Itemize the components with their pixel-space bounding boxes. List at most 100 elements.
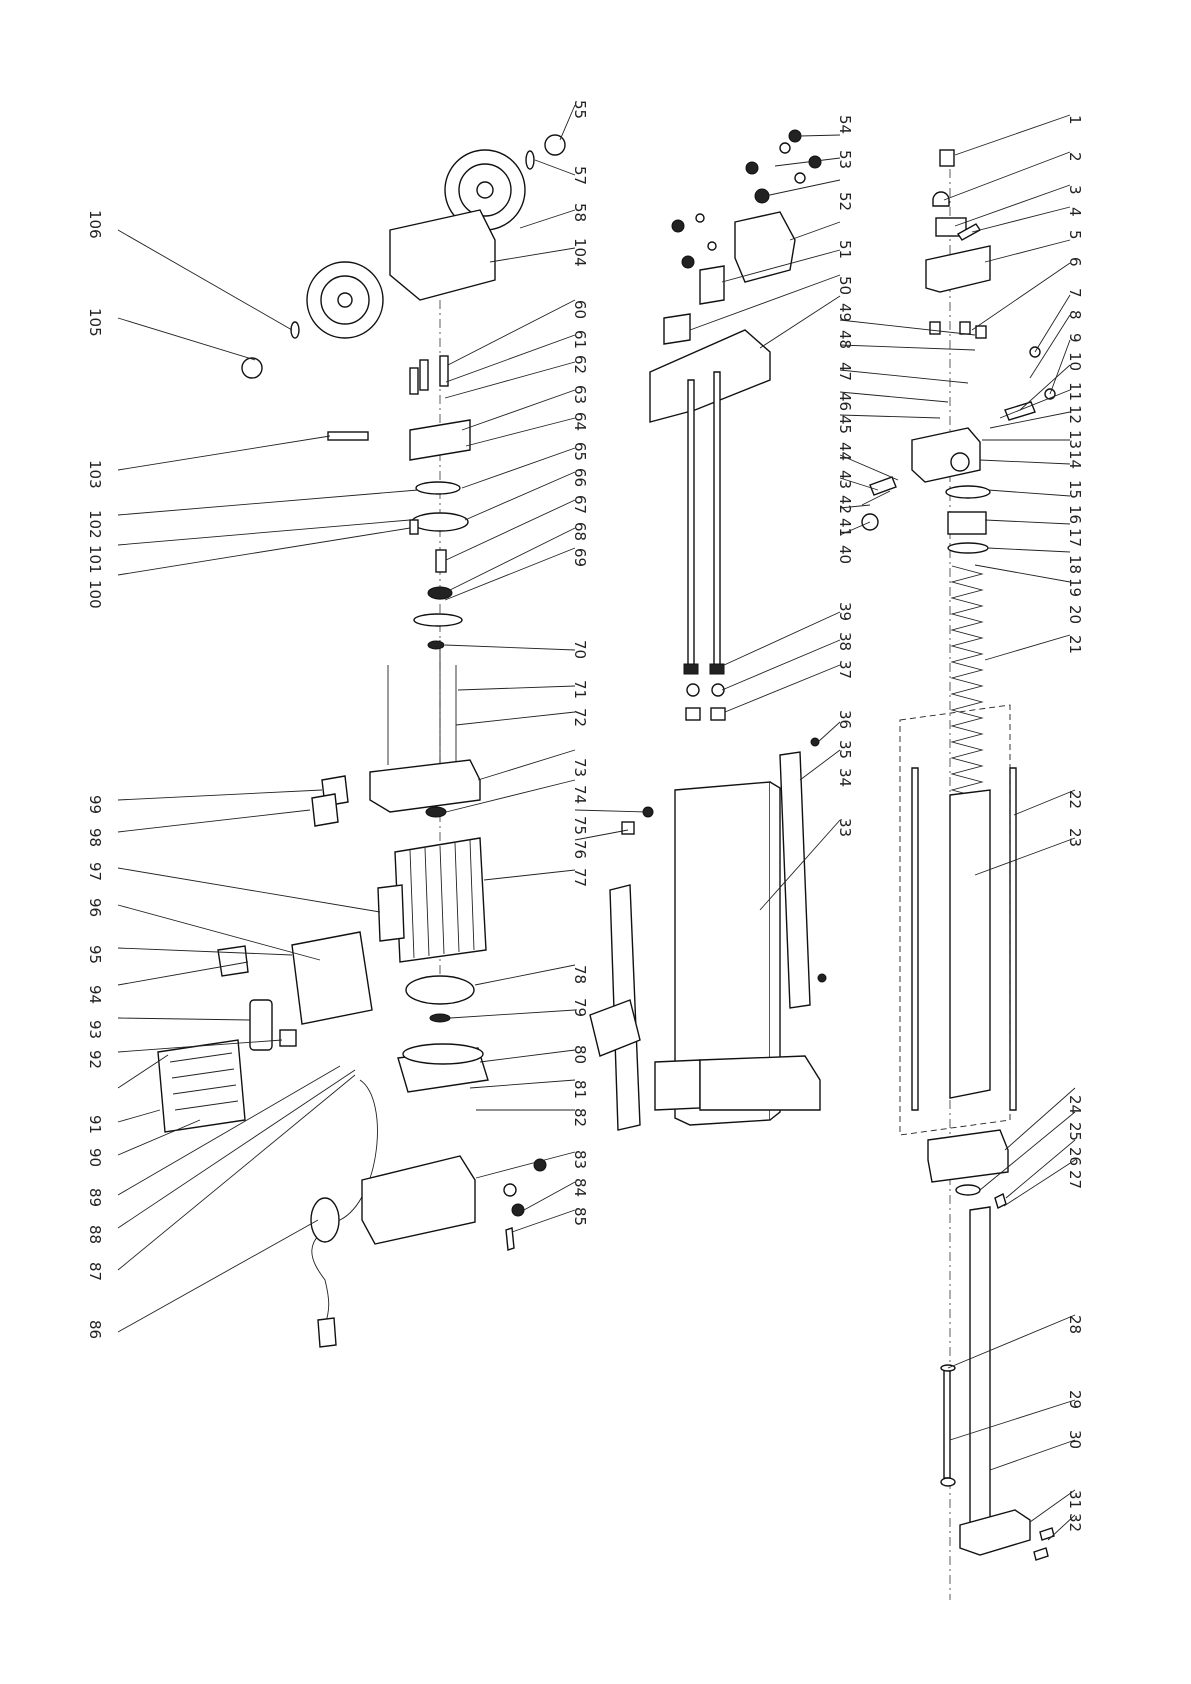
callout-22: 22 (1066, 790, 1084, 809)
callout-numbers: 1 2 3 4 5 6 7 8 9 10 11 12 13 14 15 16 1… (86, 100, 1084, 1532)
callout-86: 86 (86, 1320, 104, 1339)
callout-28: 28 (1066, 1315, 1084, 1334)
callout-45: 45 (836, 415, 854, 434)
callout-19: 19 (1066, 578, 1084, 597)
callout-62: 62 (571, 355, 589, 374)
callout-98: 98 (86, 828, 104, 847)
callout-68: 68 (571, 522, 589, 541)
callout-60: 60 (571, 300, 589, 319)
callout-23: 23 (1066, 828, 1084, 847)
callout-99: 99 (86, 795, 104, 814)
callout-89: 89 (86, 1188, 104, 1207)
callout-58: 58 (571, 203, 589, 222)
callout-73: 73 (571, 758, 589, 777)
callout-84: 84 (571, 1178, 589, 1197)
callout-67: 67 (571, 495, 589, 514)
callout-40: 40 (836, 545, 854, 564)
callout-77: 77 (571, 868, 589, 887)
callout-16: 16 (1066, 505, 1084, 524)
callout-88: 88 (86, 1225, 104, 1244)
callout-94: 94 (86, 985, 104, 1004)
motor-assembly (157, 134, 566, 1348)
callout-69: 69 (571, 548, 589, 567)
callout-101: 101 (86, 545, 104, 574)
callout-38: 38 (836, 632, 854, 651)
callout-46: 46 (836, 392, 854, 411)
callout-51: 51 (836, 240, 854, 259)
callout-1: 1 (1066, 115, 1084, 125)
callout-53: 53 (836, 150, 854, 169)
callout-43: 43 (836, 470, 854, 489)
callout-64: 64 (571, 412, 589, 431)
callout-30: 30 (1066, 1430, 1084, 1449)
callout-48: 48 (836, 330, 854, 349)
callout-20: 20 (1066, 605, 1084, 624)
callout-21: 21 (1066, 635, 1084, 654)
callout-34: 34 (836, 768, 854, 787)
callout-54: 54 (836, 115, 854, 134)
callout-95: 95 (86, 945, 104, 964)
callout-35: 35 (836, 740, 854, 759)
callout-78: 78 (571, 965, 589, 984)
callout-27: 27 (1066, 1170, 1084, 1189)
callout-55: 55 (571, 100, 589, 119)
callout-66: 66 (571, 468, 589, 487)
callout-9: 9 (1066, 333, 1084, 343)
callout-33: 33 (836, 818, 854, 837)
callout-65: 65 (571, 442, 589, 461)
callout-106: 104 (571, 238, 589, 267)
callout-75: 75 (571, 816, 589, 835)
callout-14: 14 (1066, 450, 1084, 469)
callout-10: 10 (1066, 352, 1084, 371)
callout-26: 26 (1066, 1147, 1084, 1166)
callout-71: 71 (571, 680, 589, 699)
callout-93: 93 (86, 1020, 104, 1039)
callout-13: 13 (1066, 430, 1084, 449)
callout-31: 31 (1066, 1490, 1084, 1509)
callout-32: 32 (1066, 1513, 1084, 1532)
callout-82: 82 (571, 1108, 589, 1127)
callout-3: 3 (1066, 185, 1084, 195)
callout-2: 2 (1066, 152, 1084, 162)
callout-11: 11 (1066, 382, 1084, 401)
callout-6: 6 (1066, 257, 1084, 267)
callout-83: 83 (571, 1150, 589, 1169)
callout-63: 63 (571, 385, 589, 404)
callout-42: 42 (836, 495, 854, 514)
callout-96: 96 (86, 898, 104, 917)
callout-36: 36 (836, 710, 854, 729)
callout-81: 81 (571, 1080, 589, 1099)
callout-37: 37 (836, 660, 854, 679)
callout-24: 24 (1066, 1095, 1084, 1114)
callout-80: 80 (571, 1045, 589, 1064)
callout-85: 85 (571, 1207, 589, 1226)
callout-5: 5 (1066, 230, 1084, 240)
callout-97: 97 (86, 862, 104, 881)
callout-17: 17 (1066, 528, 1084, 547)
callout-12: 12 (1066, 405, 1084, 424)
callout-7: 7 (1066, 288, 1084, 298)
callout-61: 61 (571, 330, 589, 349)
callout-87: 87 (86, 1262, 104, 1281)
beam-assembly (589, 129, 897, 1131)
callout-8: 8 (1066, 310, 1084, 320)
callout-76: 76 (571, 840, 589, 859)
callout-92: 92 (86, 1050, 104, 1069)
callout-74: 74 (571, 785, 589, 804)
callout-105: 106 (86, 210, 104, 239)
callout-41: 41 (836, 518, 854, 537)
callout-39: 39 (836, 602, 854, 621)
callout-103: 103 (86, 460, 104, 489)
callout-25: 25 (1066, 1122, 1084, 1141)
callout-50: 50 (836, 276, 854, 295)
callout-70: 70 (571, 640, 589, 659)
callout-90: 90 (86, 1148, 104, 1167)
leader-lines (117, 104, 1076, 1541)
callout-44: 44 (836, 442, 854, 461)
callout-79: 79 (571, 998, 589, 1017)
callout-100: 100 (86, 580, 104, 609)
callout-102: 102 (86, 510, 104, 539)
callout-57: 57 (571, 166, 589, 185)
callout-91: 91 (86, 1115, 104, 1134)
